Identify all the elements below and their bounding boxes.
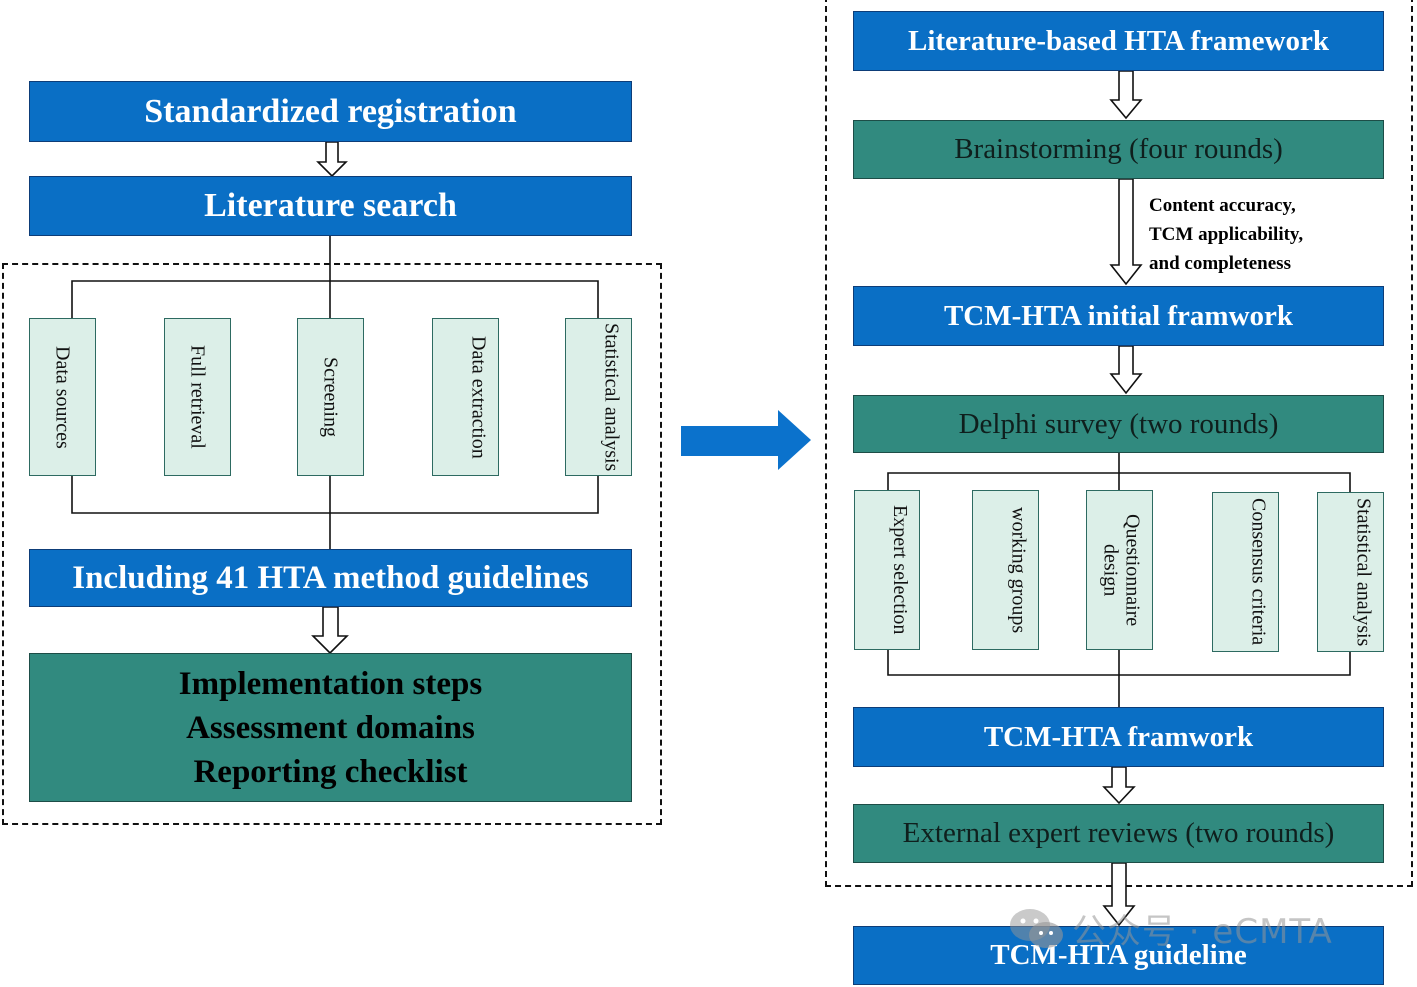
tcm-hta-guideline-box: TCM-HTA guideline (853, 926, 1384, 985)
delphi-step-working-groups-label: working groups (1007, 506, 1030, 634)
literature-search-label: Literature search (204, 187, 457, 224)
including-guidelines-label: Including 41 HTA method guidelines (72, 559, 589, 596)
initial-framework-box: TCM-HTA initial framwork (853, 286, 1384, 346)
wechat-icon (1010, 908, 1063, 948)
external-reviews-label: External expert reviews (two rounds) (902, 817, 1335, 849)
delphi-survey-label: Delphi survey (two rounds) (958, 407, 1279, 440)
outputs-box: Implementation steps Assessment domains … (29, 653, 632, 802)
delphi-step-expert-selection: Expert selection (854, 490, 920, 650)
delphi-survey-box: Delphi survey (two rounds) (853, 395, 1384, 453)
step-data-sources: Data sources (29, 318, 96, 476)
delphi-step-expert-selection-label: Expert selection (889, 505, 911, 635)
watermark: 公众号 · eCMTA (1008, 904, 1333, 953)
step-full-retrieval: Full retrieval (164, 318, 231, 476)
delphi-step-statistical-analysis-label: Statistical analysis (1352, 497, 1375, 647)
tcm-hta-framework-label: TCM-HTA framwork (983, 720, 1254, 753)
hollow-down-arrow (1102, 766, 1136, 805)
standardized-registration-box: Standardized registration (29, 81, 632, 142)
step-full-retrieval-label: Full retrieval (186, 345, 209, 449)
including-guidelines-box: Including 41 HTA method guidelines (29, 549, 632, 607)
left-dashed-group (2, 263, 662, 825)
delphi-step-questionnaire-design: Questionnaire design (1086, 490, 1153, 650)
criteria-note-line: Content accuracy, (1149, 195, 1296, 216)
literature-based-framework-box: Literature-based HTA framework (853, 11, 1384, 71)
hollow-down-arrow (1109, 70, 1143, 120)
criteria-note: Content accuracy, TCM applicability, and… (1149, 191, 1303, 278)
tcm-hta-framework-box: TCM-HTA framwork (853, 707, 1384, 767)
output-implementation-steps: Implementation steps (178, 665, 483, 702)
step-screening-label: Screening (319, 357, 342, 437)
criteria-note-line: and completeness (1149, 253, 1291, 274)
brainstorming-label: Brainstorming (four rounds) (954, 133, 1283, 165)
standardized-registration-label: Standardized registration (144, 92, 517, 130)
delphi-step-consensus-criteria: Consensus criteria (1212, 492, 1279, 652)
output-reporting-checklist: Reporting checklist (193, 753, 468, 790)
external-reviews-box: External expert reviews (two rounds) (853, 804, 1384, 863)
step-data-extraction-label: Data extraction (467, 335, 490, 459)
watermark-text: 公众号 · eCMTA (1072, 912, 1333, 952)
step-statistical-analysis: Statistical analysis (565, 318, 632, 476)
step-statistical-analysis-label: Statistical analysis (600, 322, 623, 472)
hollow-down-arrow (311, 606, 349, 655)
literature-search-box: Literature search (29, 176, 632, 236)
initial-framework-label: TCM-HTA initial framwork (943, 299, 1294, 332)
step-data-extraction: Data extraction (432, 318, 499, 476)
delphi-step-statistical-analysis: Statistical analysis (1317, 492, 1384, 652)
brainstorming-box: Brainstorming (four rounds) (853, 120, 1384, 179)
tcm-hta-guideline-label: TCM-HTA guideline (990, 939, 1247, 971)
step-data-sources-label: Data sources (51, 345, 74, 449)
delphi-step-consensus-criteria-label: Consensus criteria (1247, 498, 1270, 646)
step-screening: Screening (297, 318, 364, 476)
hollow-down-arrow (1109, 345, 1143, 395)
hollow-down-arrow (316, 141, 348, 178)
hollow-down-arrow (1102, 862, 1136, 927)
transition-arrow (681, 410, 811, 470)
output-assessment-domains: Assessment domains (186, 709, 475, 746)
criteria-note-line: TCM applicability, (1149, 224, 1304, 245)
hollow-down-arrow (1109, 178, 1143, 286)
delphi-step-working-groups: working groups (972, 490, 1039, 650)
delphi-step-questionnaire-design-label: Questionnaire design (1099, 513, 1144, 627)
literature-based-framework-label: Literature-based HTA framework (908, 24, 1329, 57)
